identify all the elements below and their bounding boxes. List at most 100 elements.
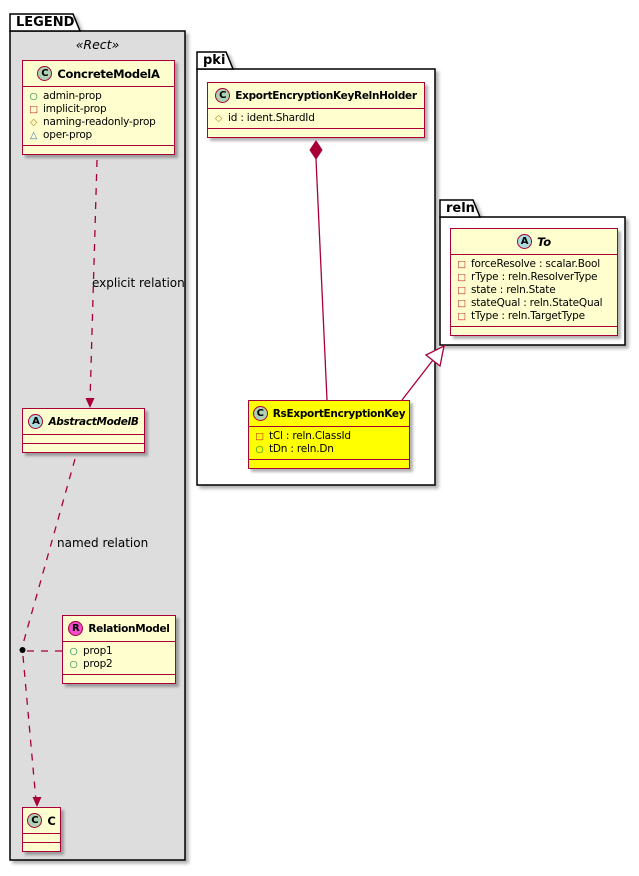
reln-package-label: reln	[446, 201, 475, 216]
attribute-row: □ implicit-prop	[28, 103, 169, 116]
attribute-text: tDn : reln.Dn	[269, 443, 334, 455]
legend-package-tab	[9, 13, 82, 32]
attribute-text: naming-readonly-prop	[43, 116, 156, 128]
named-relation-line-upper	[22, 458, 76, 645]
class-name: ExportEncryptionKeyRelnHolder	[235, 89, 417, 102]
class-export-encryption-key-reln-holder: C ExportEncryptionKeyRelnHolder ◇ id : i…	[207, 82, 425, 138]
class-header: A AbstractModelB	[23, 409, 144, 434]
protected-member-icon: ◇	[29, 117, 38, 128]
attribute-text: rType : reln.ResolverType	[471, 271, 598, 283]
attribute-text: tCl : reln.ClassId	[269, 430, 351, 442]
attribute-row: ○ prop1	[68, 645, 170, 658]
private-member-icon: □	[457, 272, 466, 283]
private-member-icon: □	[457, 298, 466, 309]
public-member-icon: ○	[29, 91, 38, 102]
class-name: C	[47, 813, 56, 828]
composition-line	[315, 158, 328, 401]
class-header: C ConcreteModelA	[23, 61, 174, 86]
attribute-row: ◇ naming-readonly-prop	[28, 116, 169, 129]
named-relation-arrowhead	[32, 797, 42, 807]
class-concrete-model-a: C ConcreteModelA ○ admin-prop □ implicit…	[22, 60, 175, 155]
explicit-relation-arrowhead	[85, 398, 95, 408]
class-header: C RsExportEncryptionKey	[249, 401, 409, 426]
explicit-relation-line	[89, 159, 98, 402]
attribute-row: □ rType : reln.ResolverType	[456, 271, 612, 284]
attribute-row: ○ admin-prop	[28, 90, 169, 103]
attribute-text: prop1	[83, 645, 113, 657]
reln-package-tab	[439, 199, 482, 218]
class-spot-icon: C	[37, 66, 53, 81]
attribute-text: forceResolve : scalar.Bool	[471, 258, 600, 270]
class-name: RsExportEncryptionKey	[272, 407, 406, 420]
attribute-row: □ state : reln.State	[456, 284, 612, 297]
attribute-text: prop2	[83, 658, 113, 670]
class-to: A To □ forceResolve : scalar.Bool □ rTyp…	[450, 228, 618, 336]
attribute-section: ○ admin-prop □ implicit-prop ◇ naming-re…	[23, 86, 174, 145]
private-member-icon: □	[457, 311, 466, 322]
attribute-text: stateQual : reln.StateQual	[471, 297, 603, 309]
class-name: RelationModel	[88, 622, 170, 635]
attribute-row: ○ tDn : reln.Dn	[254, 443, 404, 456]
public-member-icon: ○	[69, 659, 78, 670]
class-c: C C	[22, 807, 61, 852]
attribute-section-empty	[23, 434, 144, 443]
attribute-text: tType : reln.TargetType	[471, 310, 585, 322]
attribute-text: id : ident.ShardId	[228, 112, 315, 124]
method-section-empty	[63, 674, 175, 683]
abstract-spot-icon: A	[517, 234, 533, 249]
public-member-icon: ○	[255, 444, 264, 455]
attribute-row: □ forceResolve : scalar.Bool	[456, 258, 612, 271]
attribute-row: □ tCl : reln.ClassId	[254, 430, 404, 443]
attribute-text: admin-prop	[43, 90, 102, 102]
class-spot-icon: C	[215, 88, 231, 103]
attribute-section: □ tCl : reln.ClassId ○ tDn : reln.Dn	[249, 426, 409, 459]
generalization-line	[401, 359, 434, 401]
class-abstract-model-b: A AbstractModelB	[22, 408, 145, 453]
package-member-icon: △	[29, 130, 38, 141]
private-member-icon: □	[457, 259, 466, 270]
class-header: A To	[451, 229, 617, 254]
attribute-row: □ stateQual : reln.StateQual	[456, 297, 612, 310]
attribute-row: △ oper-prop	[28, 129, 169, 142]
attribute-row: ◇ id : ident.ShardId	[213, 112, 419, 125]
legend-stereotype: «Rect»	[75, 37, 120, 52]
pki-package-tab	[196, 51, 235, 70]
attribute-row: ○ prop2	[68, 658, 170, 671]
class-header: R RelationModel	[63, 616, 175, 641]
attribute-section-empty	[23, 833, 60, 842]
method-section-empty	[208, 128, 424, 137]
public-member-icon: ○	[69, 646, 78, 657]
named-relation-line-lower	[22, 655, 37, 802]
class-name: ConcreteModelA	[57, 66, 160, 81]
attribute-row: □ tType : reln.TargetType	[456, 310, 612, 323]
attribute-text: oper-prop	[43, 129, 93, 141]
method-section-empty	[451, 326, 617, 335]
named-relation-label: named relation	[57, 536, 149, 550]
method-section-empty	[23, 145, 174, 154]
method-section-empty	[249, 459, 409, 468]
attribute-text: state : reln.State	[471, 284, 556, 296]
generalization-arrowhead	[424, 344, 445, 368]
method-section-empty	[23, 842, 60, 851]
attribute-section: ◇ id : ident.ShardId	[208, 108, 424, 128]
class-header: C C	[23, 808, 60, 833]
pki-package-label: pki	[203, 53, 226, 68]
class-relation-model: R RelationModel ○ prop1 ○ prop2	[62, 615, 176, 684]
abstract-spot-icon: A	[28, 414, 44, 429]
attribute-section: □ forceResolve : scalar.Bool □ rType : r…	[451, 254, 617, 326]
class-name: AbstractModelB	[48, 415, 139, 428]
class-spot-icon: C	[27, 813, 43, 828]
class-name: To	[537, 234, 551, 249]
legend-package-label: LEGEND	[16, 15, 75, 30]
attribute-section: ○ prop1 ○ prop2	[63, 641, 175, 674]
relation-junction-dot	[19, 647, 26, 653]
method-section-empty	[23, 443, 144, 452]
class-rs-export-encryption-key: C RsExportEncryptionKey □ tCl : reln.Cla…	[248, 400, 410, 469]
relation-spot-icon: R	[68, 621, 84, 636]
protected-member-icon: ◇	[214, 113, 223, 124]
private-member-icon: □	[255, 431, 264, 442]
explicit-relation-label: explicit relation	[92, 276, 185, 290]
private-member-icon: □	[457, 285, 466, 296]
class-spot-icon: C	[252, 406, 268, 421]
private-member-icon: □	[29, 104, 38, 115]
